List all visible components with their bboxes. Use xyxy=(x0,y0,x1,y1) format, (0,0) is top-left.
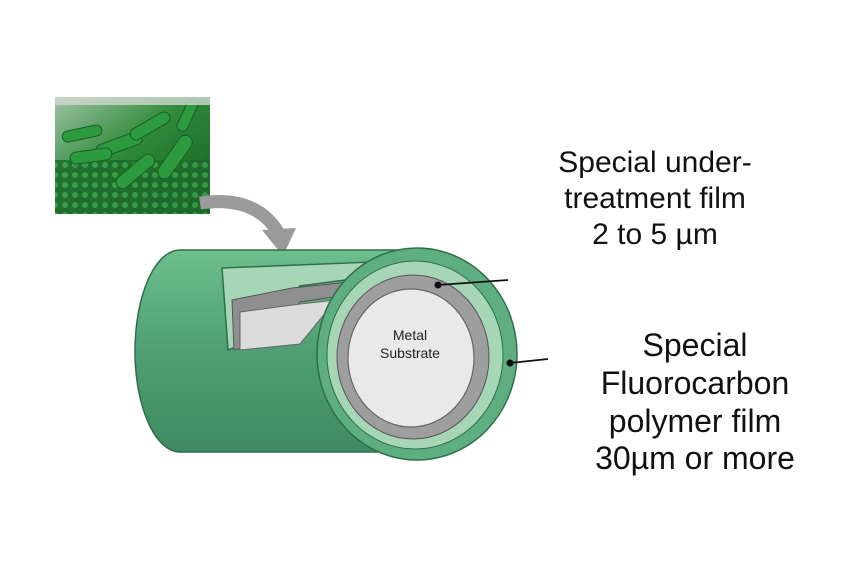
undertreatment-label-line-3: 2 to 5 µm xyxy=(592,218,718,251)
fluorocarbon-label-line-4: 30µm or more xyxy=(595,440,795,477)
undertreatment-label-line-2: treatment film xyxy=(564,182,746,215)
fluorocarbon-label-line-3: polymer film xyxy=(608,402,782,439)
substrate-label-line-1: Metal xyxy=(392,327,428,343)
undertreatment-leader-line xyxy=(437,279,509,286)
substrate-label-line-2: Substrate xyxy=(380,345,440,362)
fluorocarbon-leader-line xyxy=(509,358,549,364)
fluorocarbon-label-line-1: Special xyxy=(642,327,748,363)
metal-substrate-core xyxy=(347,288,475,428)
curved-arrow-icon xyxy=(199,195,296,256)
undertreatment-film-label: Special under- treatment film 2 to 5 µm xyxy=(520,145,790,253)
coated-pipe-diagram xyxy=(134,247,549,461)
fluorocarbon-film-label: Special Fluorocarbon polymer film 30µm o… xyxy=(565,327,825,478)
fluorocarbon-label-line-2: Fluorocarbon xyxy=(600,364,790,401)
product-photo xyxy=(55,97,210,214)
undertreatment-label-line-1: Special under- xyxy=(558,146,752,179)
metal-substrate-label: Metal Substrate xyxy=(360,326,460,362)
cutaway-substrate xyxy=(239,299,338,351)
